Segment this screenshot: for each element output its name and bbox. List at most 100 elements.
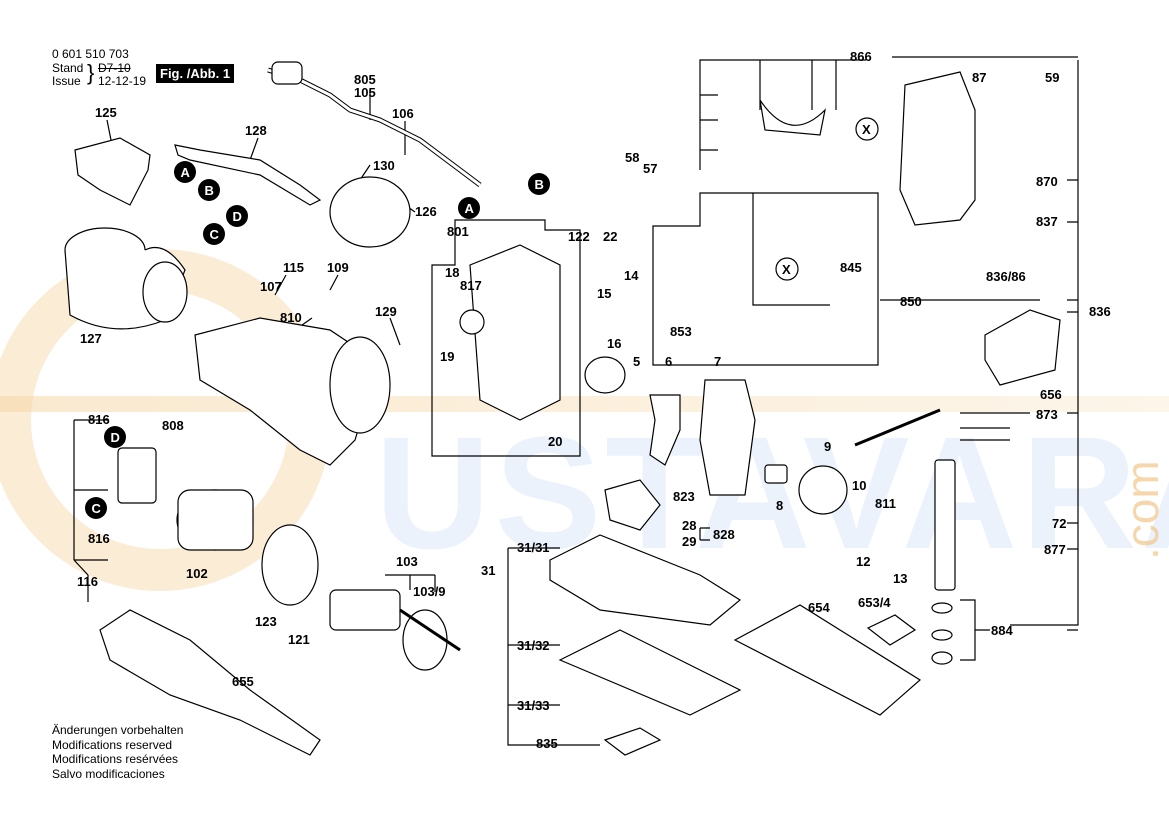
header-stand-label: Stand xyxy=(52,61,84,75)
callout-31-32: 31/32 xyxy=(517,638,550,653)
callout-107: 107 xyxy=(260,279,282,294)
slide-plate xyxy=(558,629,742,716)
callout-31-31: 31/31 xyxy=(517,540,550,555)
callout-816-top: 816 xyxy=(88,412,110,427)
callout-123: 123 xyxy=(255,614,277,629)
note-en: Modifications reserved xyxy=(52,737,173,752)
callout-103-9: 103/9 xyxy=(413,584,446,599)
callout-835: 835 xyxy=(536,736,558,751)
callout-57: 57 xyxy=(643,161,657,176)
callout-853: 853 xyxy=(670,324,692,339)
callout-828: 828 xyxy=(713,527,735,542)
callout-14: 14 xyxy=(624,268,639,283)
callout-816-bottom: 816 xyxy=(88,531,110,546)
marker-b-2: B xyxy=(528,173,550,195)
callout-115: 115 xyxy=(283,260,304,275)
fan-cylinder xyxy=(64,227,188,330)
parts xyxy=(64,61,1061,756)
gear-housing xyxy=(469,244,561,421)
callout-20: 20 xyxy=(548,434,562,449)
gear-wheel xyxy=(798,465,848,515)
pendulum-housing xyxy=(899,71,976,226)
lock-spring-bracket xyxy=(759,99,826,136)
assembly-markers: A B D C A B D C xyxy=(85,161,550,519)
x-markers xyxy=(775,117,879,281)
callout-58: 58 xyxy=(625,150,639,165)
gear-cover xyxy=(699,379,756,496)
callout-126: 126 xyxy=(415,204,437,219)
callout-870: 870 xyxy=(1036,174,1058,189)
leader-lines xyxy=(73,56,1079,746)
marker-b-1: B xyxy=(198,179,220,201)
callout-116: 116 xyxy=(77,574,98,589)
callout-105: 105 xyxy=(354,85,376,100)
callout-836-86: 836/86 xyxy=(986,269,1026,284)
marker-c-1: C xyxy=(203,223,225,245)
ring-set xyxy=(931,602,953,614)
callout-7: 7 xyxy=(714,354,721,369)
figure-tag: Fig. /Abb. 1 xyxy=(156,64,235,83)
note-de: Änderungen vorbehalten xyxy=(52,723,184,737)
callout-866: 866 xyxy=(850,49,872,64)
dust-blower xyxy=(329,176,411,248)
callout-12: 12 xyxy=(856,554,870,569)
plunger xyxy=(934,459,956,591)
callout-836: 836 xyxy=(1089,304,1111,319)
callout-127: 127 xyxy=(80,331,102,346)
guide-rod xyxy=(854,408,941,447)
motor-housing xyxy=(194,317,371,466)
callout-106: 106 xyxy=(392,106,414,121)
blade-clamp xyxy=(603,727,662,756)
callout-805: 805 xyxy=(354,72,376,87)
needle-bearing xyxy=(764,464,788,484)
svg-text:A: A xyxy=(181,165,191,180)
motor-housing-end xyxy=(329,336,391,434)
callout-8: 8 xyxy=(776,498,783,513)
callout-102: 102 xyxy=(186,566,208,581)
callout-810: 810 xyxy=(280,310,302,325)
callout-877: 877 xyxy=(1044,542,1066,557)
callout-28: 28 xyxy=(682,518,696,533)
svg-text:C: C xyxy=(92,501,102,516)
callout-873: 873 xyxy=(1036,407,1058,422)
guide-rail xyxy=(174,144,322,206)
callout-x-2: X xyxy=(782,262,791,277)
marker-a-1: A xyxy=(174,161,196,183)
callout-5: 5 xyxy=(633,354,640,369)
callout-87: 87 xyxy=(972,70,986,85)
disc xyxy=(584,356,626,394)
callout-9: 9 xyxy=(824,439,831,454)
callout-654: 654 xyxy=(808,600,830,615)
stator xyxy=(176,489,254,551)
sole-cover xyxy=(733,604,922,716)
callout-130: 130 xyxy=(373,158,395,173)
marker-c-2: C xyxy=(85,497,107,519)
callout-x-1: X xyxy=(862,122,871,137)
splinter-guard xyxy=(866,614,917,646)
callout-811: 811 xyxy=(875,496,896,511)
x-marker-1 xyxy=(855,117,879,141)
header-brace: } xyxy=(87,60,95,85)
callout-15: 15 xyxy=(597,286,611,301)
callout-31: 31 xyxy=(481,563,495,578)
callout-823: 823 xyxy=(673,489,695,504)
roller-support xyxy=(604,479,661,531)
callout-103: 103 xyxy=(396,554,418,569)
lever xyxy=(649,394,681,466)
modification-notes: Änderungen vorbehalten Modifications res… xyxy=(52,723,183,781)
callout-850: 850 xyxy=(900,294,922,309)
callout-884: 884 xyxy=(991,623,1013,638)
bearing xyxy=(459,309,485,335)
callout-125: 125 xyxy=(95,105,117,120)
marker-a-2: A xyxy=(458,197,480,219)
extraction-adapter xyxy=(99,609,321,756)
callout-808: 808 xyxy=(162,418,184,433)
callout-845: 845 xyxy=(840,260,862,275)
callout-128: 128 xyxy=(245,123,267,138)
callout-18: 18 xyxy=(445,265,459,280)
note-es: Salvo modificaciones xyxy=(52,766,165,781)
callout-122: 122 xyxy=(568,229,590,244)
callout-29: 29 xyxy=(682,534,696,549)
x-marker-2 xyxy=(775,257,799,281)
